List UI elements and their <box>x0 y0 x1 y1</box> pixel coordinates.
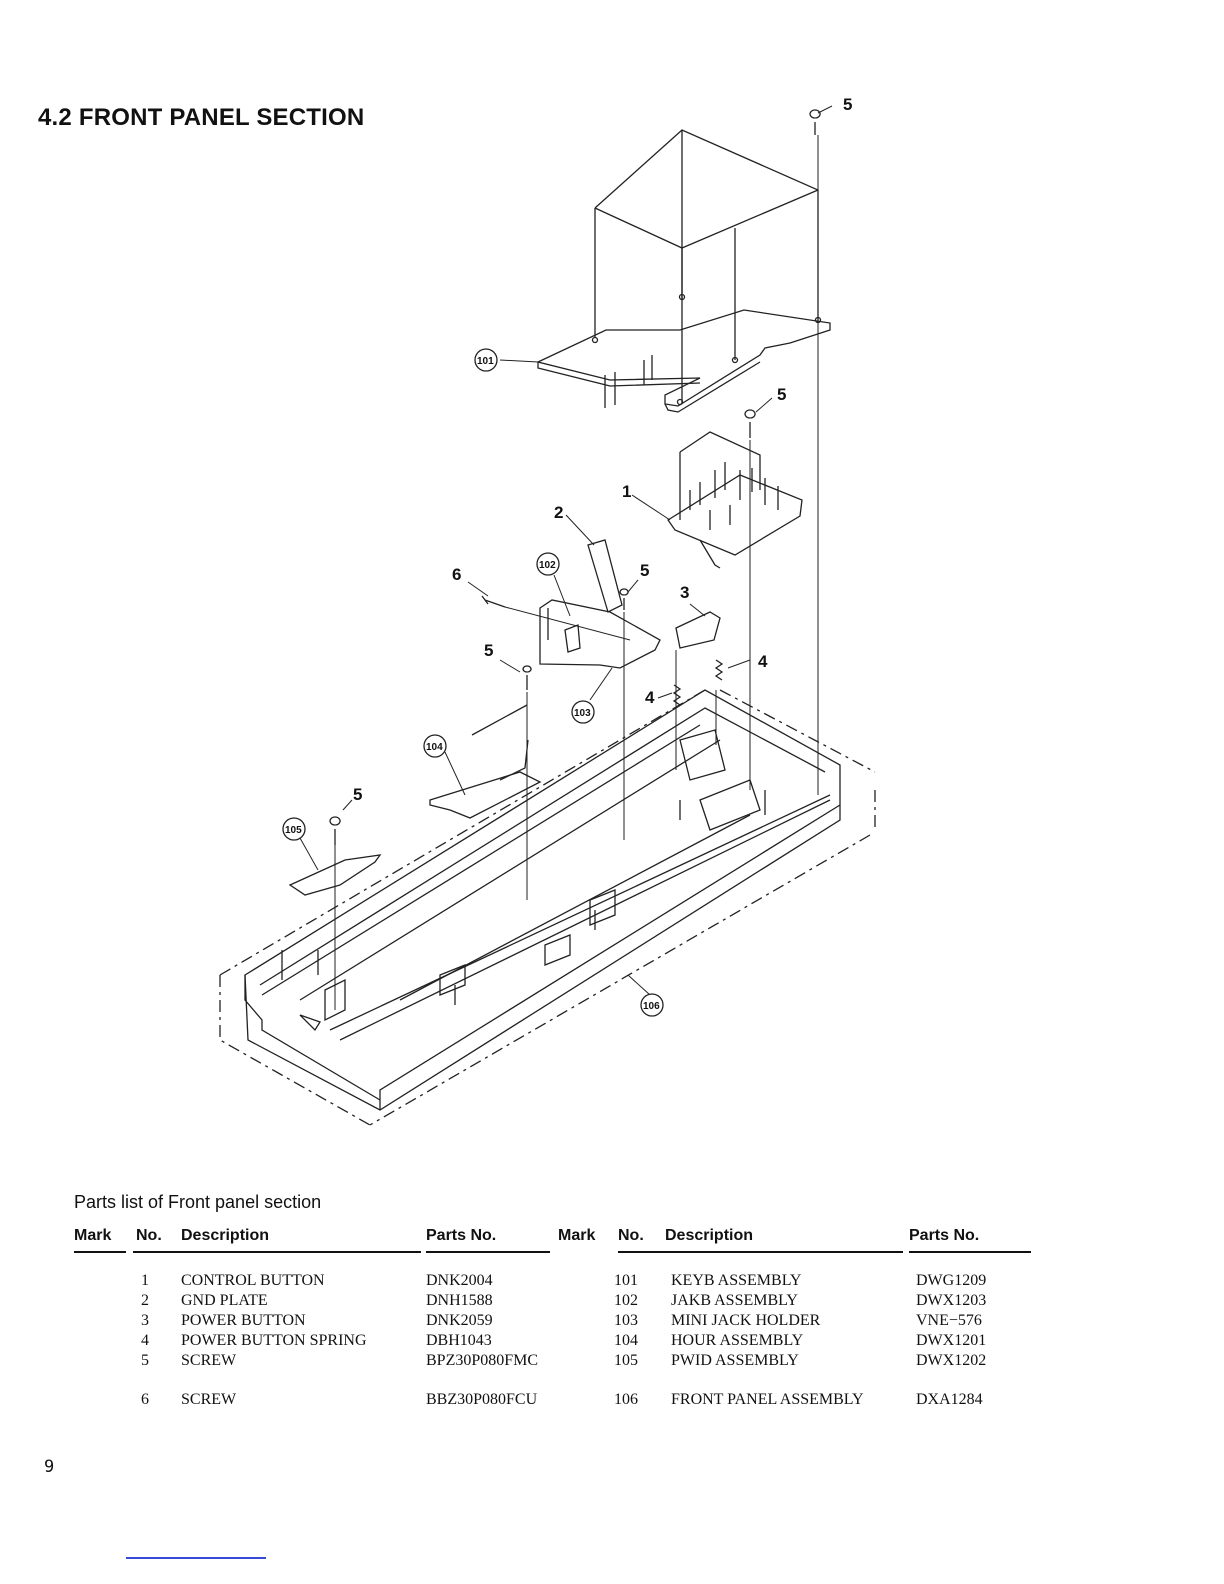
callout-pwid-screw: 5 <box>353 785 362 804</box>
part-no-cell: 105 <box>614 1352 638 1369</box>
part-no-cell: 2 <box>141 1292 149 1309</box>
part-description-cell: GND PLATE <box>181 1292 268 1309</box>
part-description-cell: JAKB ASSEMBLY <box>671 1292 798 1309</box>
part-no-cell: 104 <box>614 1332 638 1349</box>
header-description-left: Description <box>181 1227 270 1244</box>
part-number-cell: DNH1588 <box>426 1292 493 1309</box>
control-button-part <box>667 431 803 569</box>
part-no-cell: 5 <box>141 1352 149 1369</box>
part-no-cell: 103 <box>614 1312 638 1329</box>
part-no-cell: 3 <box>141 1312 149 1329</box>
part-number-cell: DWX1201 <box>916 1332 987 1349</box>
callout-gnd-plate: 2 <box>554 503 563 522</box>
part-description-cell: SCREW <box>181 1352 237 1369</box>
part-number-cell: BPZ30P080FMC <box>426 1352 539 1369</box>
header-rule <box>426 1251 550 1253</box>
part-no-cell: 102 <box>614 1292 638 1309</box>
callout-top-screw: 5 <box>843 95 852 114</box>
header-no-left: No. <box>136 1227 162 1244</box>
header-no-right: No. <box>618 1227 644 1244</box>
part-number-cell: DWX1203 <box>916 1292 987 1309</box>
header-rule <box>74 1251 126 1253</box>
callout-spring-right: 4 <box>758 652 768 671</box>
header-rule <box>133 1251 421 1253</box>
part-number-cell: DWG1209 <box>916 1272 987 1289</box>
part-description-cell: CONTROL BUTTON <box>181 1272 325 1289</box>
callout-control-button: 1 <box>622 482 631 501</box>
part-number-cell: DXA1284 <box>916 1391 983 1408</box>
parts-list-title: Parts list of Front panel section <box>74 1192 322 1212</box>
part-number-cell: DNK2059 <box>426 1312 493 1329</box>
part-description-cell: PWID ASSEMBLY <box>671 1352 799 1369</box>
part-description-cell: MINI JACK HOLDER <box>671 1312 821 1329</box>
callout-front-panel: 106 <box>643 1001 660 1012</box>
callout-power-button: 3 <box>680 583 689 602</box>
callout-jakb: 102 <box>539 560 556 571</box>
part-description-cell: KEYB ASSEMBLY <box>671 1272 802 1289</box>
header-rule <box>909 1251 1031 1253</box>
callout-mid-screw: 5 <box>640 561 649 580</box>
callout-spring-left: 4 <box>645 688 655 707</box>
section-title: 4.2 FRONT PANEL SECTION <box>38 104 365 131</box>
footer-link-underline[interactable] <box>126 1557 266 1559</box>
callout-screw-6: 6 <box>452 565 461 584</box>
header-description-right: Description <box>665 1227 754 1244</box>
keyb-assembly <box>536 129 831 413</box>
part-number-cell: VNE−576 <box>916 1312 982 1329</box>
header-mark-left: Mark <box>74 1227 112 1244</box>
part-description-cell: FRONT PANEL ASSEMBLY <box>671 1391 864 1408</box>
callout-hour: 104 <box>426 742 443 753</box>
header-rule <box>618 1251 903 1253</box>
part-no-cell: 1 <box>141 1272 149 1289</box>
callout-mini-jack: 103 <box>574 708 591 719</box>
part-number-cell: BBZ30P080FCU <box>426 1391 538 1408</box>
part-no-cell: 101 <box>614 1272 638 1289</box>
callout-pwid: 105 <box>285 825 302 836</box>
part-no-cell: 4 <box>141 1332 149 1349</box>
part-no-cell: 106 <box>614 1391 638 1408</box>
part-description-cell: HOUR ASSEMBLY <box>671 1332 804 1349</box>
callout-left-screw: 5 <box>484 641 493 660</box>
part-number-cell: DBH1043 <box>426 1332 492 1349</box>
part-no-cell: 6 <box>141 1391 149 1408</box>
header-parts-no-left: Parts No. <box>426 1227 497 1244</box>
part-number-cell: DWX1202 <box>916 1352 987 1369</box>
screws <box>329 109 821 845</box>
exploded-view-diagram: 5 101 5 1 2 102 6 5 3 4 5 4 103 104 5 10… <box>219 95 876 1126</box>
part-description-cell: POWER BUTTON SPRING <box>181 1332 367 1349</box>
callout-keyb: 101 <box>477 356 494 367</box>
page-number: 9 <box>44 1457 55 1477</box>
part-description-cell: POWER BUTTON <box>181 1312 306 1329</box>
front-panel-body <box>244 689 841 1111</box>
part-description-cell: SCREW <box>181 1391 237 1408</box>
header-parts-no-right: Parts No. <box>909 1227 980 1244</box>
header-mark-right: Mark <box>558 1227 596 1244</box>
part-number-cell: DNK2004 <box>426 1272 493 1289</box>
callout-upper-screw: 5 <box>777 385 786 404</box>
